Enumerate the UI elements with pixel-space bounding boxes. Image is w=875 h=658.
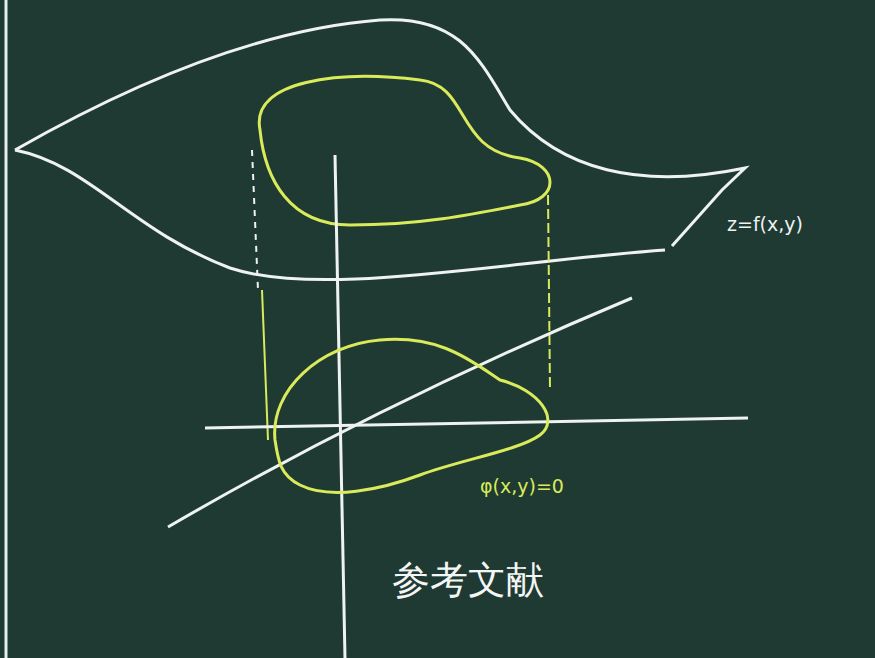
board-edge [5, 0, 8, 658]
projection-line [548, 195, 550, 390]
z-axis [335, 155, 345, 658]
space-curve [259, 77, 550, 225]
y-axis [205, 418, 748, 428]
handwritten-note: 参考文献 [392, 560, 544, 602]
curve-equation: φ(x,y)=0 [480, 476, 564, 497]
x-axis [168, 298, 632, 527]
surface-top-edge [15, 20, 745, 246]
surface-bottom-edge [15, 150, 665, 280]
projected-curve [275, 339, 548, 492]
surface-equation: z=f(x,y) [727, 214, 803, 235]
projection-line [252, 150, 258, 290]
projection-line [262, 290, 268, 440]
